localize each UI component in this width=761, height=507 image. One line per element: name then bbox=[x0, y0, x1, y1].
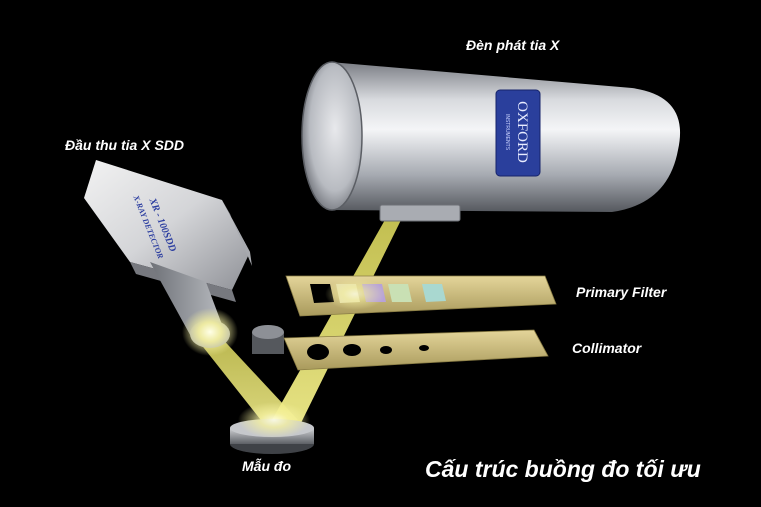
label-collimator: Collimator bbox=[572, 341, 641, 355]
collimator-plate-icon bbox=[252, 325, 548, 370]
filter-plate-icon bbox=[286, 276, 556, 316]
detector-icon: XR - 100SDD X-RAY DETECTOR bbox=[84, 160, 252, 356]
diagram-caption: Cấu trúc buồng đo tối ưu bbox=[425, 458, 701, 481]
oxford-logo: OXFORD INSTRUMENTS bbox=[496, 90, 540, 176]
tube-sublogo-text: INSTRUMENTS bbox=[504, 114, 510, 151]
xray-beam-incident bbox=[272, 218, 402, 425]
label-primary-filter: Primary Filter bbox=[576, 285, 666, 299]
sample-stage-icon bbox=[230, 402, 314, 454]
label-xray-source: Đèn phát tia X bbox=[466, 38, 559, 52]
xray-tube-icon: OXFORD INSTRUMENTS bbox=[302, 62, 680, 221]
label-detector: Đầu thu tia X SDD bbox=[65, 138, 184, 152]
tube-logo-text: OXFORD bbox=[514, 101, 530, 163]
label-sample: Mẫu đo bbox=[242, 459, 291, 473]
